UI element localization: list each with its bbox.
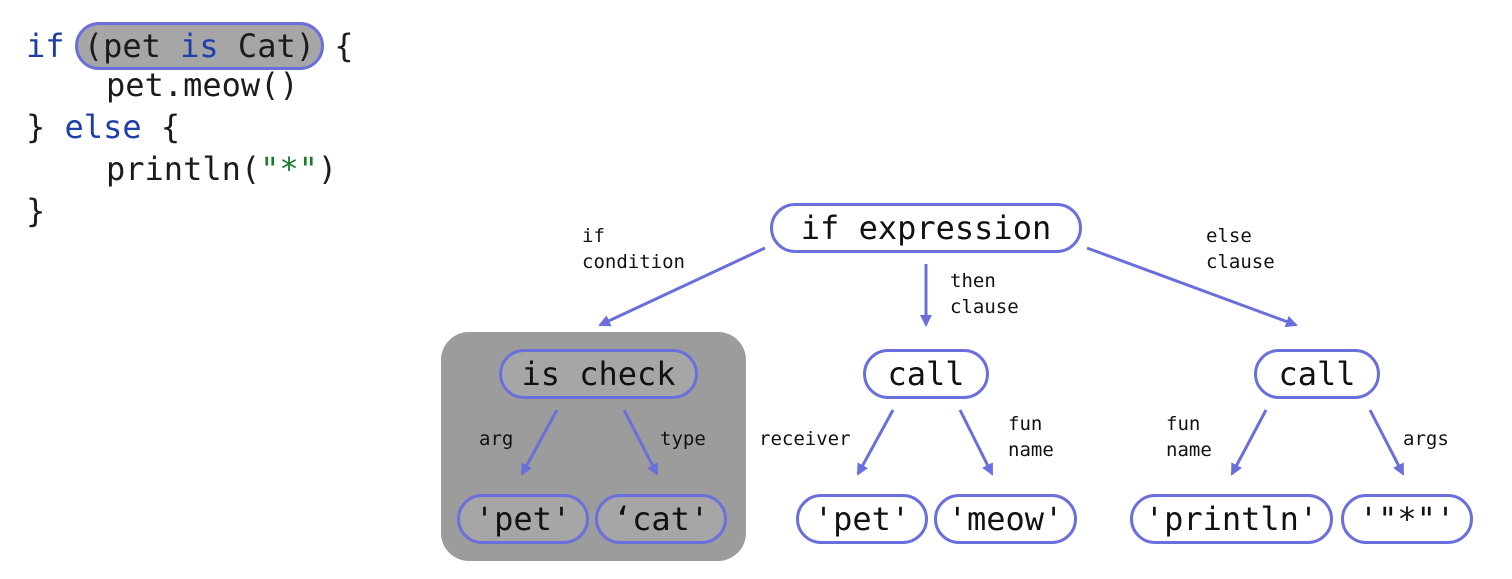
- code-snippet: if (pet is Cat) {pet.meow()} else {print…: [26, 22, 354, 232]
- watermark: @稀土掘金技术社区: [1353, 547, 1498, 566]
- code-line-3: } else {: [26, 106, 354, 148]
- final-brace: }: [26, 192, 46, 230]
- label-fun-name-1: fun name: [1008, 413, 1054, 461]
- edge-else-clause: [1086, 246, 1298, 328]
- else-brace: {: [141, 108, 181, 146]
- node-pet-arg: 'pet': [457, 494, 589, 544]
- close-brace: }: [26, 108, 65, 146]
- label-fun-name-2: fun name: [1166, 413, 1212, 461]
- edge-if-condition: [598, 246, 766, 327]
- edge-arg: [520, 409, 559, 476]
- label-if-condition: if condition: [582, 225, 685, 273]
- edge-type: [622, 409, 659, 476]
- brace-open: {: [314, 27, 354, 65]
- label-arg: arg: [479, 428, 514, 450]
- string-literal: "*": [260, 150, 318, 188]
- condition-close: Cat): [218, 27, 315, 65]
- println-close: ): [317, 150, 338, 188]
- label-args: args: [1403, 428, 1449, 450]
- edge-receiver: [856, 409, 895, 476]
- edge-fun-name-1: [958, 409, 994, 476]
- keyword-is: is: [180, 27, 219, 65]
- edge-args: [1368, 409, 1405, 476]
- code-line-1: if (pet is Cat) {: [26, 22, 354, 70]
- code-line-5: }: [26, 190, 354, 232]
- then-body: pet.meow(): [106, 66, 299, 104]
- keyword-else: else: [64, 108, 142, 146]
- label-receiver: receiver: [759, 428, 851, 450]
- node-meow: 'meow': [934, 494, 1077, 544]
- node-pet-receiver: 'pet': [796, 494, 928, 544]
- node-is-check: is check: [499, 349, 698, 399]
- node-cat-type: ‘cat': [595, 494, 727, 544]
- node-call-then: call: [863, 349, 989, 399]
- code-line-2: pet.meow(): [26, 64, 354, 106]
- node-println: 'println': [1130, 494, 1333, 544]
- label-then-clause: then clause: [950, 270, 1019, 318]
- keyword-if: if: [26, 27, 65, 65]
- condition-highlight: (pet is Cat): [74, 22, 324, 70]
- node-call-else: call: [1254, 349, 1380, 399]
- condition-open: (pet: [83, 27, 181, 65]
- node-star-arg: '"*"': [1341, 494, 1473, 544]
- label-type: type: [660, 428, 706, 450]
- println-call: println(: [106, 150, 261, 188]
- node-if-expression: if expression: [770, 203, 1082, 253]
- label-else-clause: else clause: [1206, 225, 1275, 273]
- code-line-4: println("*"): [26, 148, 354, 190]
- edge-fun-name-2: [1230, 409, 1268, 476]
